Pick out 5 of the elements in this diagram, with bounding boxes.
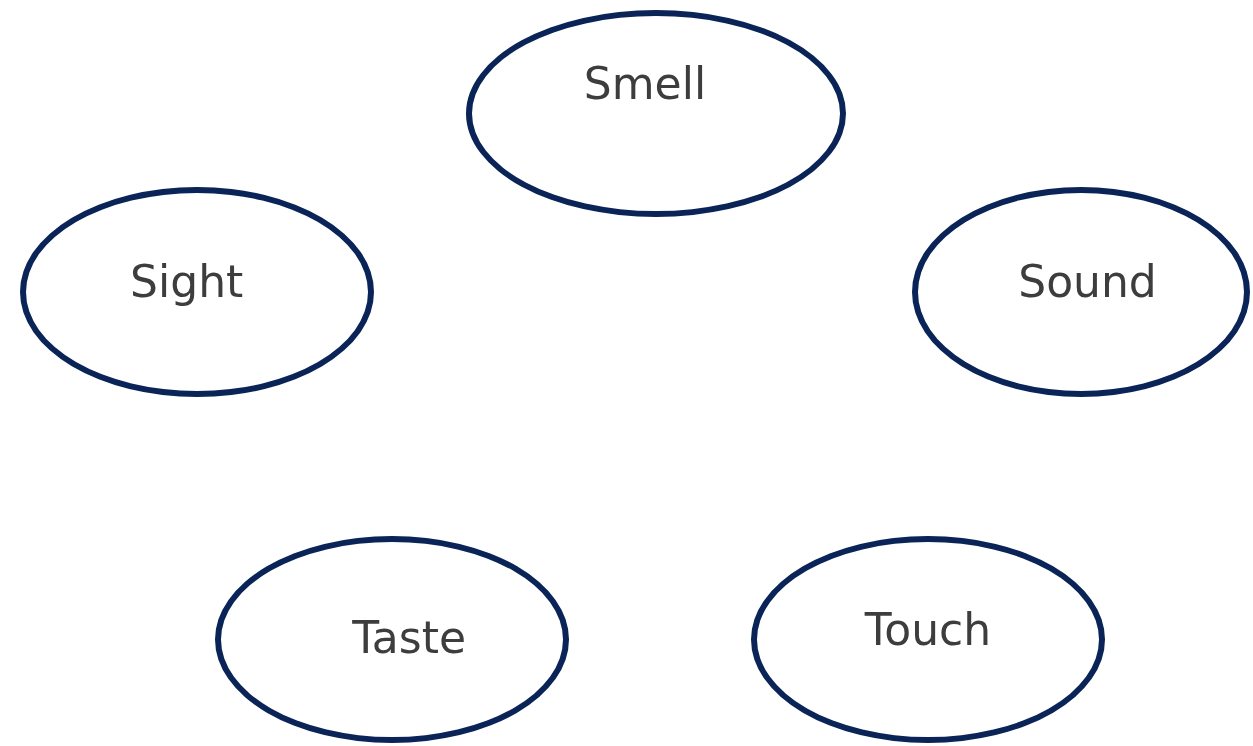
node-label: Sound <box>1018 257 1157 307</box>
node-label: Smell <box>583 60 707 109</box>
node-label: Touch <box>864 605 992 654</box>
node-label: Sight <box>130 257 244 307</box>
node-label: Taste <box>352 613 466 662</box>
